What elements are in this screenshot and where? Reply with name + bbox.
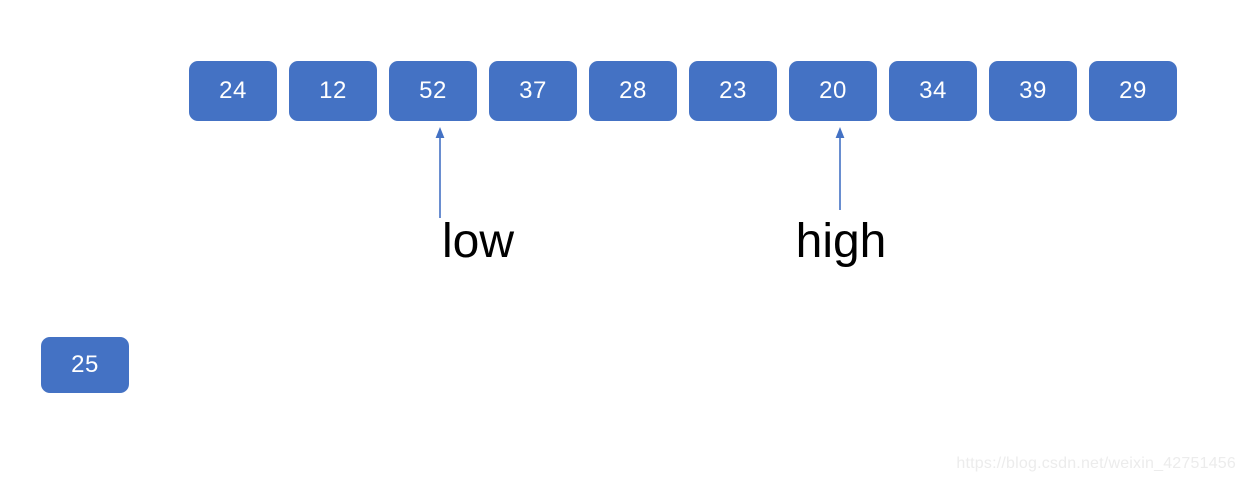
pivot-box: 25 [41,337,129,393]
array-cell-9: 29 [1089,61,1177,121]
array-cell-0: 24 [189,61,277,121]
array-cell-7: 34 [889,61,977,121]
pivot-value: 25 [71,351,99,378]
array-cell-value: 24 [219,77,247,104]
array-cell-value: 52 [419,77,447,104]
array-cell-value: 29 [1119,77,1147,104]
array-cell-value: 39 [1019,77,1047,104]
pointer-low: low [433,126,514,266]
watermark: https://blog.csdn.net/weixin_42751456 [956,455,1236,472]
array-cell-5: 23 [689,61,777,121]
array-cell-value: 28 [619,77,647,104]
array-cell-value: 37 [519,77,547,104]
array-row: 24 12 52 37 28 23 20 34 39 29 [189,61,1177,121]
array-cell-4: 28 [589,61,677,121]
pointer-high-label: high [795,215,887,268]
pointer-low-label: low [441,215,515,268]
array-cell-1: 12 [289,61,377,121]
pointer-high: high [796,126,886,266]
array-cell-value: 34 [919,77,947,104]
array-cell-value: 20 [819,77,847,104]
up-arrow-icon [835,127,845,210]
array-cell-6: 20 [789,61,877,121]
array-cell-8: 39 [989,61,1077,121]
array-cell-2: 52 [389,61,477,121]
up-arrow-icon [435,127,445,218]
array-cell-value: 12 [319,77,347,104]
array-cell-value: 23 [719,77,747,104]
array-cell-3: 37 [489,61,577,121]
